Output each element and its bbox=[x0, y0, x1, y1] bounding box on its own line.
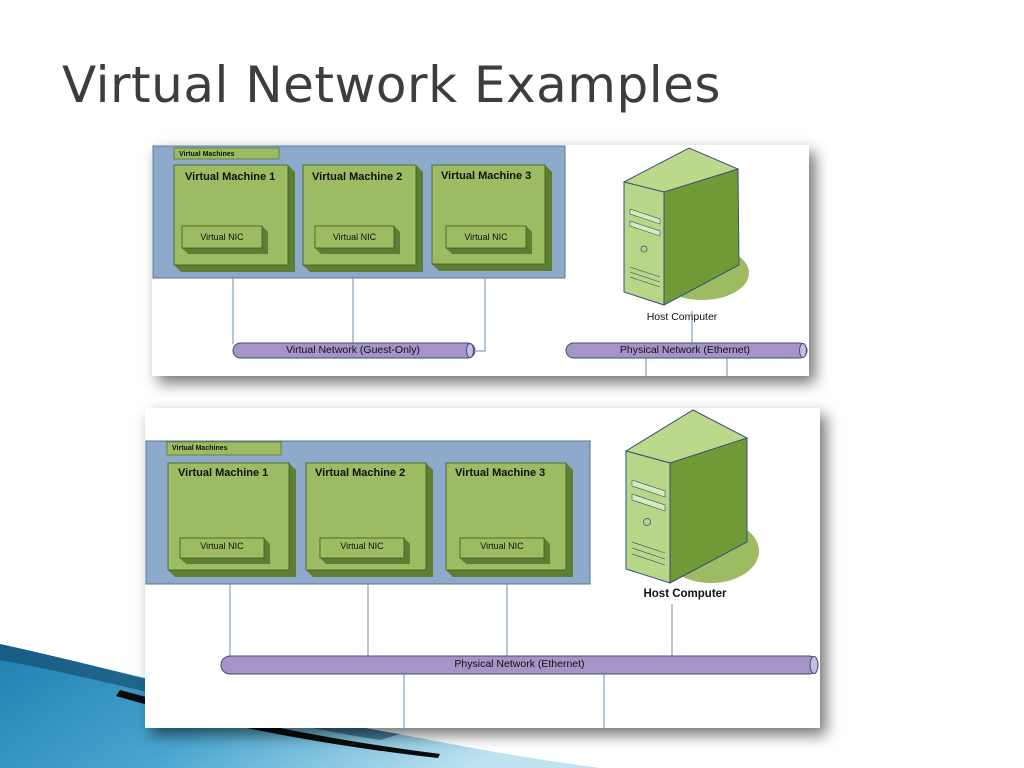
host-computer-icon bbox=[624, 409, 759, 584]
host-computer-label: Host Computer bbox=[646, 311, 718, 323]
nic-label-2: Virtual NIC bbox=[332, 232, 377, 242]
vm-group-label-box bbox=[173, 147, 280, 160]
connector-lines bbox=[232, 278, 728, 376]
vm-group-label: Virtual Machines bbox=[179, 151, 235, 158]
vm-box-3 bbox=[431, 164, 552, 271]
vm-box-1 bbox=[167, 462, 296, 577]
vm-box-3 bbox=[445, 462, 573, 577]
physical-network-pipe bbox=[220, 655, 819, 675]
diagram-1-shapes bbox=[152, 145, 808, 376]
physical-network-pipe bbox=[565, 342, 808, 359]
physical-network-label: Physical Network (Ethernet) bbox=[619, 344, 751, 356]
slide-title: Virtual Network Examples bbox=[62, 56, 721, 114]
vm-title-2: Virtual Machine 2 bbox=[312, 171, 403, 183]
nic-label-1: Virtual NIC bbox=[200, 541, 244, 551]
vm-title-1: Virtual Machine 1 bbox=[185, 171, 276, 183]
vm-box-2 bbox=[302, 164, 423, 272]
nic-label-3: Virtual NIC bbox=[480, 541, 524, 551]
vm-box-2 bbox=[305, 462, 433, 577]
host-computer-label: Host Computer bbox=[643, 588, 727, 600]
host-computer-icon bbox=[622, 147, 749, 306]
virtual-network-label: Virtual Network (Guest-Only) bbox=[285, 344, 420, 356]
vm-group-label: Virtual Machines bbox=[172, 445, 228, 452]
virtual-network-diagram-guest-only: Virtual Machines Virtual Machine 1 Virtu… bbox=[152, 145, 809, 376]
vm-title-2: Virtual Machine 2 bbox=[315, 467, 406, 479]
vm-title-3: Virtual Machine 3 bbox=[455, 467, 546, 479]
vm-group-label-box bbox=[166, 441, 282, 456]
vm-title-1: Virtual Machine 1 bbox=[178, 467, 269, 479]
physical-network-label: Physical Network (Ethernet) bbox=[454, 658, 585, 670]
vm-title-3: Virtual Machine 3 bbox=[441, 170, 532, 182]
diagram-2-shapes bbox=[145, 409, 819, 728]
nic-label-2: Virtual NIC bbox=[340, 541, 384, 551]
connector-lines bbox=[229, 584, 673, 728]
nic-label-3: Virtual NIC bbox=[464, 232, 508, 242]
virtual-network-diagram-bridged: Virtual Machines Virtual Machine 1 Virtu… bbox=[145, 408, 820, 728]
nic-label-1: Virtual NIC bbox=[200, 232, 244, 242]
vm-box-1 bbox=[173, 164, 295, 272]
virtual-network-pipe bbox=[232, 342, 476, 359]
